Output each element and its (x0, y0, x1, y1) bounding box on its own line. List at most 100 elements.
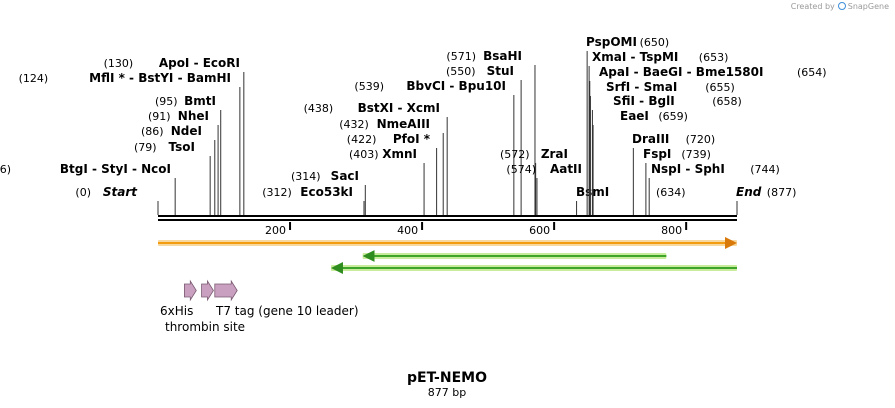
site-bstxi[interactable]: BstXI - XcmI(438) (304, 101, 448, 215)
site-position: (438) (304, 102, 334, 115)
site-name: NspI - SphI (651, 162, 725, 176)
site-position: (312) (262, 186, 292, 199)
site-btgi[interactable]: BtgI - StyI - NcoI (26) (0, 162, 176, 215)
site-position: (574) (506, 163, 536, 176)
site-end[interactable]: End (877) (736, 185, 796, 215)
site-position: (744) (750, 163, 780, 176)
site-position: (432) (339, 118, 369, 131)
site-position: (658) (712, 95, 742, 108)
site-position: (79) (134, 141, 157, 154)
site-name: StuI (487, 64, 514, 78)
site-position: (659) (658, 110, 688, 123)
site-ndei[interactable]: NdeI (86) (141, 124, 216, 215)
site-xmai[interactable]: XmaI - TspMI(653) (588, 50, 729, 215)
site-name: BbvCI - Bpu10I (406, 79, 506, 93)
features (158, 237, 737, 274)
site-name: SacI (331, 169, 359, 183)
site-stui[interactable]: StuI (550) (446, 64, 522, 215)
annotation-label: 6xHis (160, 304, 193, 318)
site-position: (650) (640, 36, 670, 49)
map-title: pET-NEMO (407, 370, 487, 386)
site-pfoi[interactable]: PfoI * (422) (347, 132, 438, 215)
annotation-thrombin[interactable]: thrombin site (165, 279, 245, 334)
site-name: Start (103, 185, 138, 199)
site-name: FspI (643, 147, 671, 161)
site-nhei[interactable]: NheI (91) (148, 109, 219, 215)
site-position: (550) (446, 65, 476, 78)
site-position: (654) (797, 66, 827, 79)
site-position: (95) (155, 95, 178, 108)
site-position: (91) (148, 110, 171, 123)
site-srfi[interactable]: SrfI - SmaI(655) (589, 80, 735, 215)
site-draiii[interactable]: DraIII(720) (632, 132, 715, 215)
site-pspomi[interactable]: PspOMI(650) (586, 35, 669, 215)
site-apoi[interactable]: ApoI - EcoRI(130) (104, 56, 245, 215)
site-saci[interactable]: SacI(314) (291, 169, 366, 215)
site-name: ApaI - BaeGI - Bme1580I (599, 65, 763, 79)
site-position: (571) (446, 50, 476, 63)
site-name: ApoI - EcoRI (159, 56, 240, 70)
site-name: End (736, 185, 762, 199)
ruler-tick-label: 800 (661, 224, 682, 237)
annotation-label: T7 tag (gene 10 leader) (215, 304, 359, 318)
site-eco53ki[interactable]: Eco53kI (312) (262, 185, 365, 215)
annotation-arrow (201, 279, 214, 302)
site-name: AatII (550, 162, 582, 176)
site-name: XmnI (382, 147, 417, 161)
ruler-tick-label: 200 (265, 224, 286, 237)
site-name: BsaHI (483, 49, 522, 63)
site-bsahi[interactable]: BsaHI (571) (446, 49, 536, 215)
site-start[interactable]: Start (0) (75, 185, 159, 215)
annotations: 6xHis thrombin site T7 tag (gene 10 leader… (160, 279, 359, 334)
site-nspi[interactable]: NspI - SphI (744) (648, 162, 780, 215)
site-position: (26) (0, 163, 11, 176)
site-name: EaeI (620, 109, 649, 123)
feature-orf-green-1[interactable] (362, 250, 667, 262)
site-mfli[interactable]: MflI * - BstYI - BamHI(124) (19, 71, 241, 215)
site-zrai[interactable]: ZraI(572) (500, 147, 568, 215)
annotation-t7tag[interactable]: T7 tag (gene 10 leader) (214, 279, 359, 318)
site-bmti[interactable]: BmtI(95) (155, 94, 222, 215)
snapgene-logo-icon (837, 2, 846, 10)
map-length: 877 bp (428, 386, 466, 399)
annotation-6xhis[interactable]: 6xHis (160, 279, 197, 318)
site-xmni[interactable]: XmnI(403) (349, 147, 425, 215)
site-position: (653) (699, 51, 729, 64)
feature-orf-green-2[interactable] (330, 262, 737, 274)
site-name: MflI * - BstYI - BamHI (89, 71, 231, 85)
site-name: BtgI - StyI - NcoI (60, 162, 171, 176)
site-position: (86) (141, 125, 164, 138)
site-name: PfoI * (393, 132, 431, 146)
annotation-arrow (214, 279, 238, 302)
site-position: (422) (347, 133, 377, 146)
feature-orf-orange[interactable] (158, 237, 737, 249)
site-position: (634) (656, 186, 686, 199)
site-position: (539) (354, 80, 384, 93)
site-sfii[interactable]: SfiI - BglI (658) (591, 94, 742, 215)
site-name: NheI (178, 109, 209, 123)
annotation-label: thrombin site (165, 320, 245, 334)
site-name: PspOMI (586, 35, 637, 49)
site-position: (739) (681, 148, 711, 161)
site-fspi[interactable]: FspI (739) (643, 147, 711, 215)
site-name: Eco53kI (300, 185, 353, 199)
site-name: SfiI - BglI (613, 94, 675, 108)
site-bbvci[interactable]: BbvCI - Bpu10I (539) (354, 79, 515, 215)
site-position: (720) (686, 133, 716, 146)
restriction-sites: Start(0)BtgI - StyI - NcoI(26)TsoI(79)Nd… (0, 35, 827, 215)
site-position: (0) (75, 186, 91, 199)
credit-brand: SnapGene (847, 2, 889, 11)
ruler-tick-label: 600 (529, 224, 550, 237)
site-position: (655) (705, 81, 735, 94)
credit-prefix: Created by (790, 2, 835, 11)
site-name: TsoI (169, 140, 195, 154)
site-apai[interactable]: ApaI - BaeGI - Bme1580I (654) (589, 65, 827, 215)
site-eaei[interactable]: EaeI (659) (592, 109, 688, 215)
site-position: (877) (767, 186, 797, 199)
site-aatii[interactable]: AatII (574) (506, 162, 582, 215)
site-nmeaiii[interactable]: NmeAIII(432) (339, 117, 444, 215)
site-tsoi[interactable]: TsoI (79) (134, 140, 211, 215)
site-name: NdeI (171, 124, 202, 138)
